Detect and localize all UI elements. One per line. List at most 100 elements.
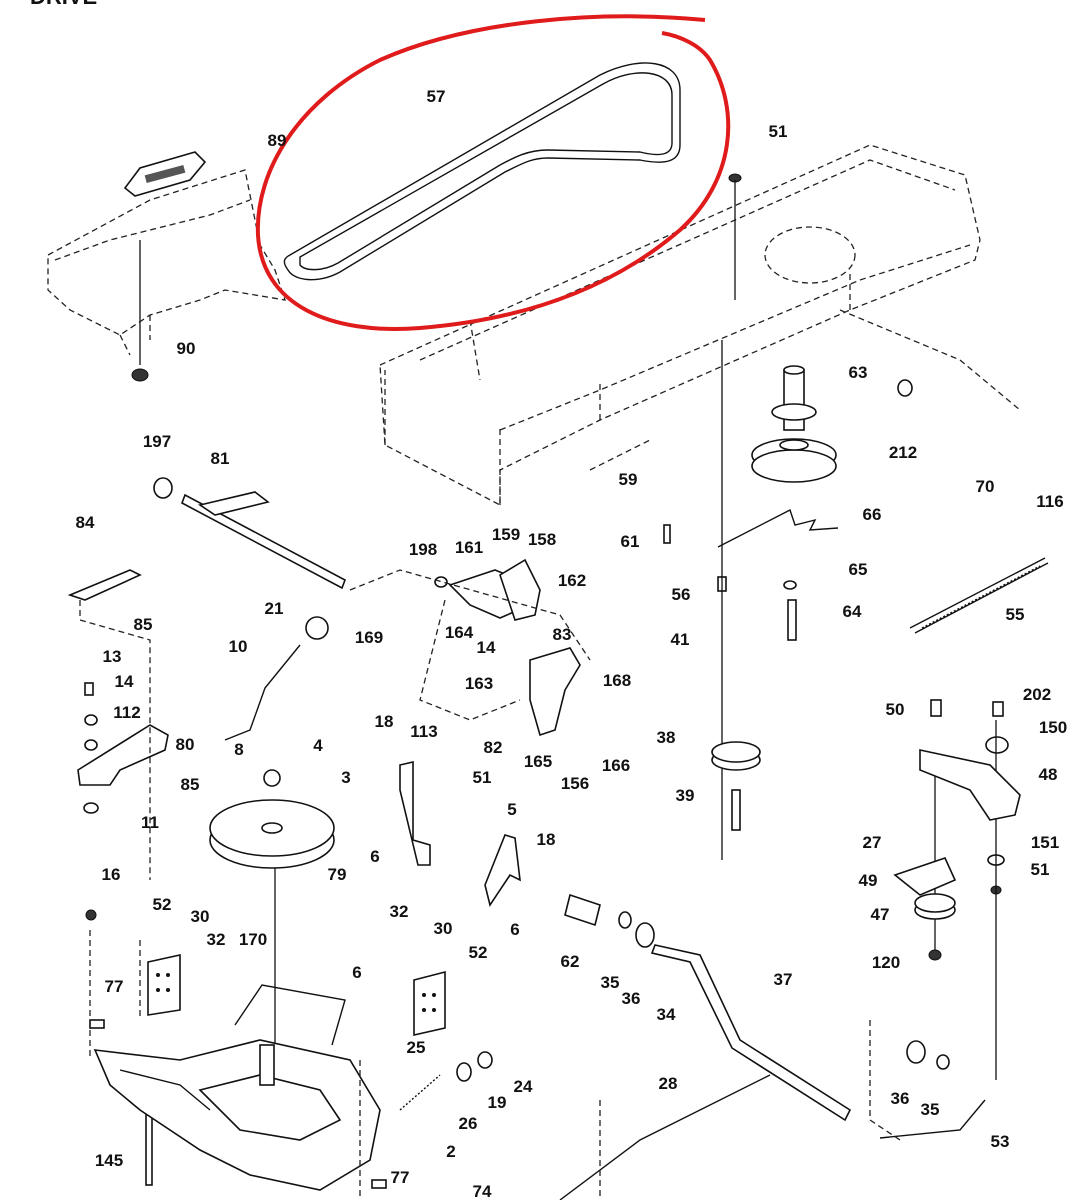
callout-65: 65 — [849, 560, 868, 579]
callout-79: 79 — [328, 865, 347, 884]
callout-38: 38 — [657, 728, 676, 747]
callout-26: 26 — [459, 1114, 478, 1133]
highlight-circle — [255, 14, 731, 331]
shaft-34 — [650, 944, 852, 1122]
callout-202: 202 — [1023, 685, 1051, 704]
callout-13: 13 — [103, 647, 122, 666]
bracket-158 — [448, 558, 541, 621]
pulley-3 — [209, 769, 335, 869]
callout-14: 14 — [115, 672, 134, 691]
callout-61: 61 — [621, 532, 640, 551]
callout-166: 166 — [602, 756, 630, 775]
spring-25 — [399, 1074, 441, 1111]
callout-83: 83 — [553, 625, 572, 644]
callout-48: 48 — [1039, 765, 1058, 784]
callout-89: 89 — [268, 131, 287, 150]
bracket-165 — [529, 647, 581, 737]
callout-18: 18 — [537, 830, 556, 849]
callout-30: 30 — [434, 919, 453, 938]
callout-165: 165 — [524, 752, 552, 771]
callout-49: 49 — [859, 871, 878, 890]
spring-55 — [909, 557, 1049, 634]
callout-8: 8 — [234, 740, 243, 759]
rod-170 — [234, 984, 346, 1046]
callout-6: 6 — [370, 847, 379, 866]
callout-168: 168 — [603, 671, 631, 690]
callout-64: 64 — [843, 602, 862, 621]
idler-47 — [893, 857, 957, 920]
callout-5: 5 — [507, 800, 516, 819]
callout-18: 18 — [375, 712, 394, 731]
callout-51: 51 — [769, 122, 788, 141]
callout-21: 21 — [265, 599, 284, 618]
callout-80: 80 — [176, 735, 195, 754]
callout-6: 6 — [510, 920, 519, 939]
part-89-plate — [123, 151, 207, 197]
callout-11: 11 — [141, 813, 159, 832]
part-81-shaft — [181, 491, 346, 590]
callout-70: 70 — [976, 477, 995, 496]
callout-74: 74 — [473, 1182, 492, 1200]
callout-159: 159 — [492, 525, 520, 544]
callout-84: 84 — [76, 513, 95, 532]
hardware-parts — [83, 173, 1009, 1189]
spring-66 — [717, 509, 839, 548]
callout-35: 35 — [601, 973, 620, 992]
plate-30-right — [413, 970, 446, 1037]
callout-39: 39 — [676, 786, 695, 805]
callout-63: 63 — [849, 363, 868, 382]
callout-212: 212 — [889, 443, 917, 462]
callout-59: 59 — [619, 470, 638, 489]
callout-6: 6 — [352, 963, 361, 982]
callout-77: 77 — [105, 977, 124, 996]
callout-41: 41 — [671, 630, 690, 649]
callout-85: 85 — [134, 615, 153, 634]
callout-113: 113 — [410, 722, 437, 741]
callout-10: 10 — [229, 637, 248, 656]
callout-52: 52 — [153, 895, 172, 914]
callout-16: 16 — [102, 865, 121, 884]
diagram-title: DRIVE — [30, 0, 97, 9]
callout-2: 2 — [446, 1142, 455, 1161]
transaxle — [93, 1039, 381, 1191]
callout-158: 158 — [528, 530, 556, 549]
callout-162: 162 — [558, 571, 586, 590]
rod-28 — [559, 1074, 771, 1200]
callout-28: 28 — [659, 1074, 678, 1093]
callout-163: 163 — [465, 674, 493, 693]
sleeve-62 — [564, 893, 601, 927]
callout-62: 62 — [561, 952, 580, 971]
callout-66: 66 — [863, 505, 882, 524]
callout-52: 52 — [469, 943, 488, 962]
callout-150: 150 — [1039, 718, 1067, 737]
callout-4: 4 — [313, 736, 323, 755]
callout-27: 27 — [863, 833, 882, 852]
bracket-48 — [919, 749, 1021, 821]
callout-3: 3 — [341, 768, 350, 787]
callout-36: 36 — [891, 1089, 910, 1108]
callout-24: 24 — [514, 1077, 533, 1096]
callout-34: 34 — [657, 1005, 676, 1024]
callout-35: 35 — [921, 1100, 940, 1119]
callout-19: 19 — [488, 1093, 507, 1112]
bracket-113 — [399, 760, 431, 866]
rod-53 — [879, 1099, 986, 1139]
left-frame-outline — [47, 169, 286, 356]
callout-36: 36 — [622, 989, 641, 1008]
callout-170: 170 — [239, 930, 267, 949]
callout-116: 116 — [1036, 492, 1063, 511]
callout-197: 197 — [143, 432, 171, 451]
callout-32: 32 — [207, 930, 226, 949]
callout-120: 120 — [872, 953, 900, 972]
callout-82: 82 — [484, 738, 503, 757]
bracket-5 — [484, 834, 521, 907]
callout-30: 30 — [191, 907, 210, 926]
callout-198: 198 — [409, 540, 437, 559]
callout-37: 37 — [774, 970, 793, 989]
callout-53: 53 — [991, 1132, 1010, 1151]
callout-85: 85 — [181, 775, 200, 794]
callout-56: 56 — [672, 585, 691, 604]
part-84-link — [67, 569, 142, 601]
